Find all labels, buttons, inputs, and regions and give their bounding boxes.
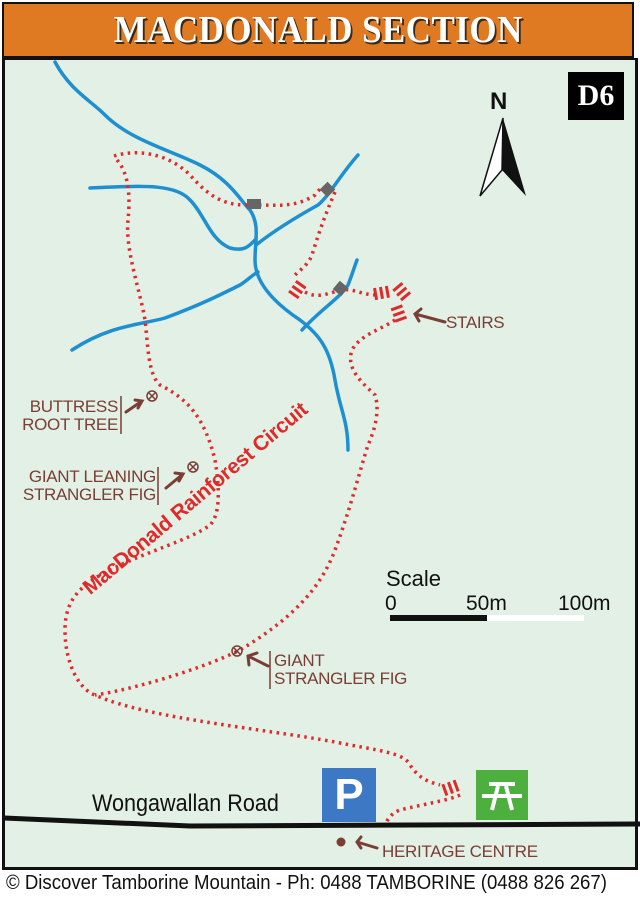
poi-markers: [146, 390, 243, 657]
page-title: MACDONALD SECTION: [113, 9, 523, 51]
map-frame: [2, 58, 638, 870]
bridge-icons: [247, 181, 349, 297]
road-label: Wongawallan Road: [92, 790, 279, 817]
footer-copyright: © Discover Tamborine Mountain - Ph: 0488…: [6, 872, 607, 894]
poi-stairs: STAIRS: [446, 313, 505, 332]
poi-giant-strangler-fig: GIANT STRANGLER FIG: [274, 651, 408, 688]
scale-bar-black: [390, 615, 487, 621]
road-line: [3, 815, 640, 829]
north-arrow-icon: [479, 117, 526, 197]
scale-tick-100: 100m: [558, 592, 611, 615]
label-bars: [120, 396, 271, 689]
picnic-table-icon: [476, 770, 528, 820]
north-label: N: [490, 88, 508, 115]
pointer-arrows: [124, 307, 447, 850]
title-bar: MACDONALD SECTION: [2, 2, 634, 58]
scale-tick-0: 0: [385, 592, 397, 615]
stairs-icons: [288, 280, 460, 797]
poi-giant-leaning-strangler-fig: GIANT LEANING STRANGLER FIG: [22, 467, 156, 504]
streams: [53, 60, 360, 452]
scale-bar-white: [487, 615, 584, 621]
scale-tick-50: 50m: [466, 592, 507, 615]
poi-buttress-root-tree: BUTTRESS ROOT TREE: [22, 397, 118, 434]
heritage-centre-marker: [336, 837, 346, 847]
poi-heritage-centre: HERITAGE CENTRE: [382, 842, 538, 861]
parking-icon: P: [322, 768, 376, 822]
grid-reference-badge: D6: [568, 72, 624, 120]
scale-title: Scale: [386, 566, 442, 591]
